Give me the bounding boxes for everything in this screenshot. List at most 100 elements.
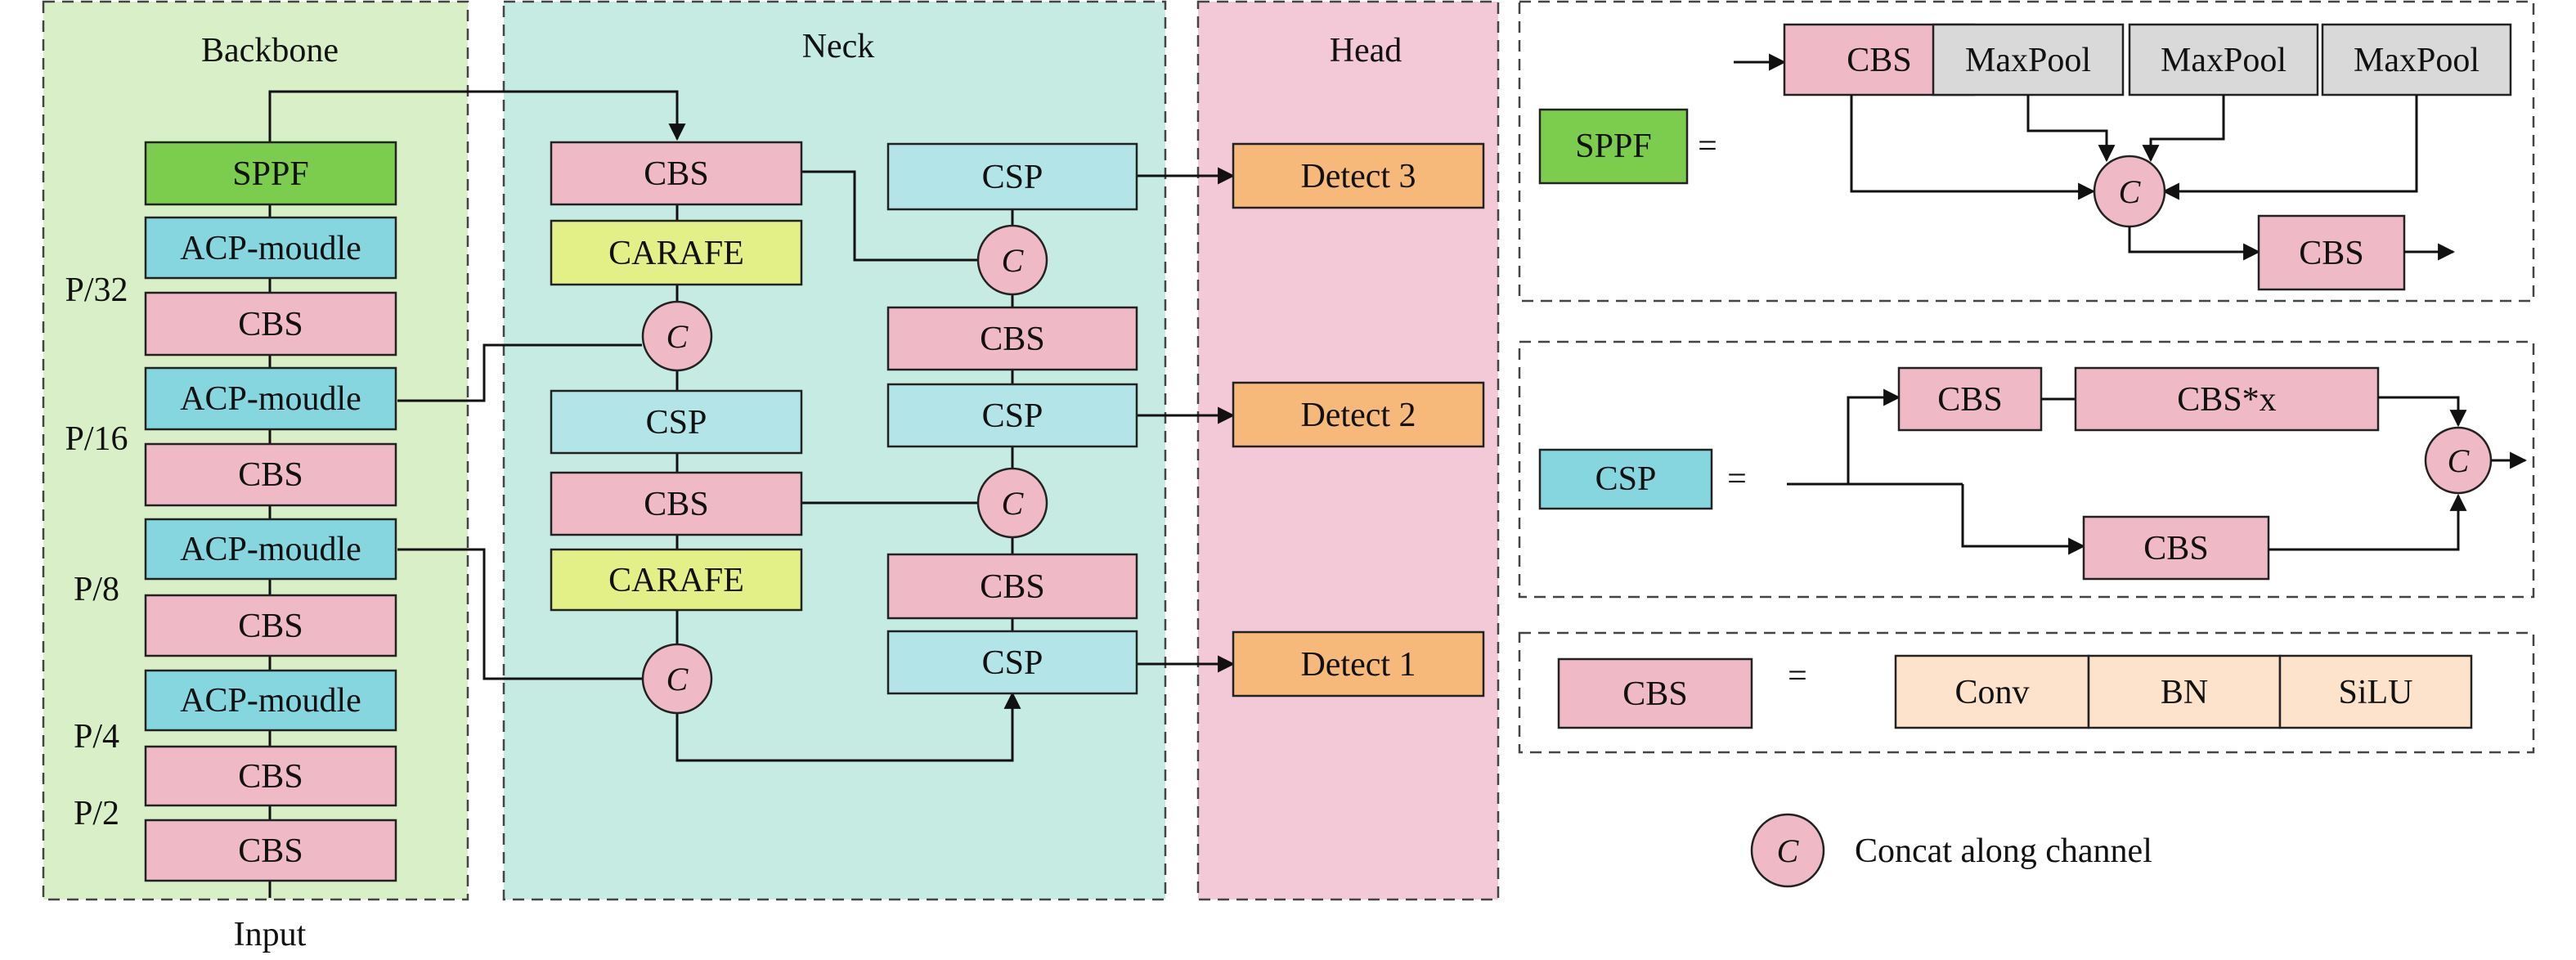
- sppf-def-key-label: SPPF: [1575, 128, 1651, 165]
- csp-def-key-label: CSP: [1595, 460, 1657, 498]
- sppf-def-key: [1538, 108, 1689, 185]
- acp-module-block: [144, 366, 397, 431]
- cbs-block-label: CBS: [238, 306, 303, 343]
- csp-cbs-x-block: [2074, 366, 2380, 432]
- cbs-def-key: [1557, 657, 1753, 729]
- csp-bottom-cbs-label: CBS: [2143, 530, 2208, 567]
- concat-node-label: C: [666, 661, 689, 698]
- maxpool-label: MaxPool: [1965, 42, 2091, 79]
- acp-module-label: ACP-moudle: [180, 682, 361, 720]
- cbs-def-key-label: CBS: [1622, 675, 1687, 713]
- csp-cbs-label: CBS: [1937, 381, 2002, 419]
- cbs-equals: =: [1788, 657, 1807, 695]
- head-title: Head: [1330, 32, 1402, 70]
- cbs-block: [144, 442, 397, 507]
- backbone-title: Backbone: [201, 32, 339, 70]
- maxpool-block: [2128, 23, 2319, 96]
- neck-cbs-label: CBS: [980, 568, 1044, 606]
- cbs-block-label: CBS: [238, 832, 303, 870]
- detect-3-block: [1232, 142, 1485, 209]
- sppf-out-cbs-block: [2257, 214, 2406, 291]
- concat-node-label: C: [1002, 485, 1025, 522]
- neck-csp-label: CSP: [982, 159, 1043, 196]
- neck-carafe-label: CARAFE: [608, 562, 744, 599]
- sppf-out-cbs-label: CBS: [2299, 235, 2363, 272]
- legend-concat-icon: [1750, 813, 1825, 888]
- neck-carafe-block: [550, 548, 803, 612]
- maxpool-label: MaxPool: [2161, 42, 2287, 79]
- neck-csp-block: [886, 383, 1138, 448]
- neck-cbs-block: [550, 141, 803, 206]
- cbs-block: [144, 745, 397, 807]
- maxpool-block: [2321, 23, 2512, 96]
- maxpool-label: MaxPool: [2354, 42, 2480, 79]
- backbone-stack: SPPF ACP-moudle CBS ACP-moudle CBS ACP-m…: [144, 141, 397, 882]
- input-label: Input: [234, 916, 307, 953]
- acp-module-block: [144, 216, 397, 280]
- neck-csp-block: [550, 389, 803, 455]
- cbs-block-label: CBS: [238, 608, 303, 645]
- neck-cbs-label: CBS: [644, 155, 708, 193]
- maxpool-block: [1932, 23, 2125, 96]
- legend-concat-symbol: C: [1777, 832, 1800, 869]
- concat-node: [641, 643, 713, 715]
- legend-label: Concat along channel: [1855, 832, 2152, 870]
- neck-csp-block: [886, 142, 1138, 211]
- neck-csp-label: CSP: [646, 404, 707, 442]
- cbs-block-label: CBS: [238, 456, 303, 494]
- neck-carafe-block: [550, 219, 803, 286]
- detect-2-label: Detect 2: [1300, 397, 1416, 434]
- neck-csp-label: CSP: [982, 397, 1043, 435]
- neck-cbs-label: CBS: [980, 321, 1044, 358]
- detect-1-label: Detect 1: [1300, 646, 1416, 684]
- csp-equals: =: [1727, 460, 1747, 498]
- conv-label: Conv: [1954, 674, 2029, 711]
- csp-concat-label: C: [2448, 442, 2471, 479]
- silu-label: SiLU: [2338, 674, 2412, 711]
- csp-cbs-block: [1897, 366, 2043, 432]
- bn-label: BN: [2161, 674, 2208, 711]
- concat-node: [976, 467, 1048, 539]
- sppf-equals: =: [1698, 128, 1717, 165]
- sppf-concat-label: C: [2119, 173, 2142, 210]
- sppf-cbs-label: CBS: [1847, 42, 1911, 79]
- csp-bottom-cbs-block: [2082, 515, 2270, 581]
- scale-label: P/32: [65, 271, 128, 309]
- acp-module-label: ACP-moudle: [180, 531, 361, 568]
- cbs-block: [144, 291, 397, 357]
- concat-node: [641, 300, 713, 372]
- concat-node-label: C: [666, 318, 689, 355]
- neck-cbs-block: [550, 471, 803, 536]
- concat-node: [976, 224, 1048, 296]
- neck-cbs-block: [886, 553, 1138, 620]
- neck-cbs-block: [886, 306, 1138, 371]
- head-panel: [1196, 0, 1500, 901]
- detect-3-label: Detect 3: [1300, 158, 1416, 195]
- sppf-block: [144, 141, 397, 206]
- cbs-block-label: CBS: [238, 758, 303, 796]
- neck-csp-label: CSP: [982, 644, 1043, 682]
- neck-csp-block: [886, 630, 1138, 695]
- scale-label: P/8: [74, 571, 119, 608]
- acp-module-label: ACP-moudle: [180, 380, 361, 418]
- scale-label: P/4: [74, 718, 119, 756]
- sppf-block-label: SPPF: [232, 155, 308, 193]
- cbs-block: [144, 594, 397, 657]
- scale-label: P/16: [65, 420, 128, 458]
- csp-cbs-x-label: CBS*x: [2177, 381, 2276, 419]
- acp-module-label: ACP-moudle: [180, 230, 361, 267]
- neck-title: Neck: [802, 28, 875, 65]
- detect-2-block: [1232, 381, 1485, 448]
- cbs-block: [144, 819, 397, 882]
- silu-block: [2278, 654, 2473, 729]
- neck-cbs-label: CBS: [644, 486, 708, 523]
- scale-label: P/2: [74, 795, 119, 832]
- concat-node-label: C: [1002, 242, 1025, 279]
- detect-1-block: [1232, 630, 1485, 698]
- acp-module-block: [144, 669, 397, 732]
- bn-block: [2087, 654, 2282, 729]
- neck-carafe-label: CARAFE: [608, 235, 744, 272]
- csp-def-key: [1538, 448, 1713, 510]
- acp-module-block: [144, 518, 397, 581]
